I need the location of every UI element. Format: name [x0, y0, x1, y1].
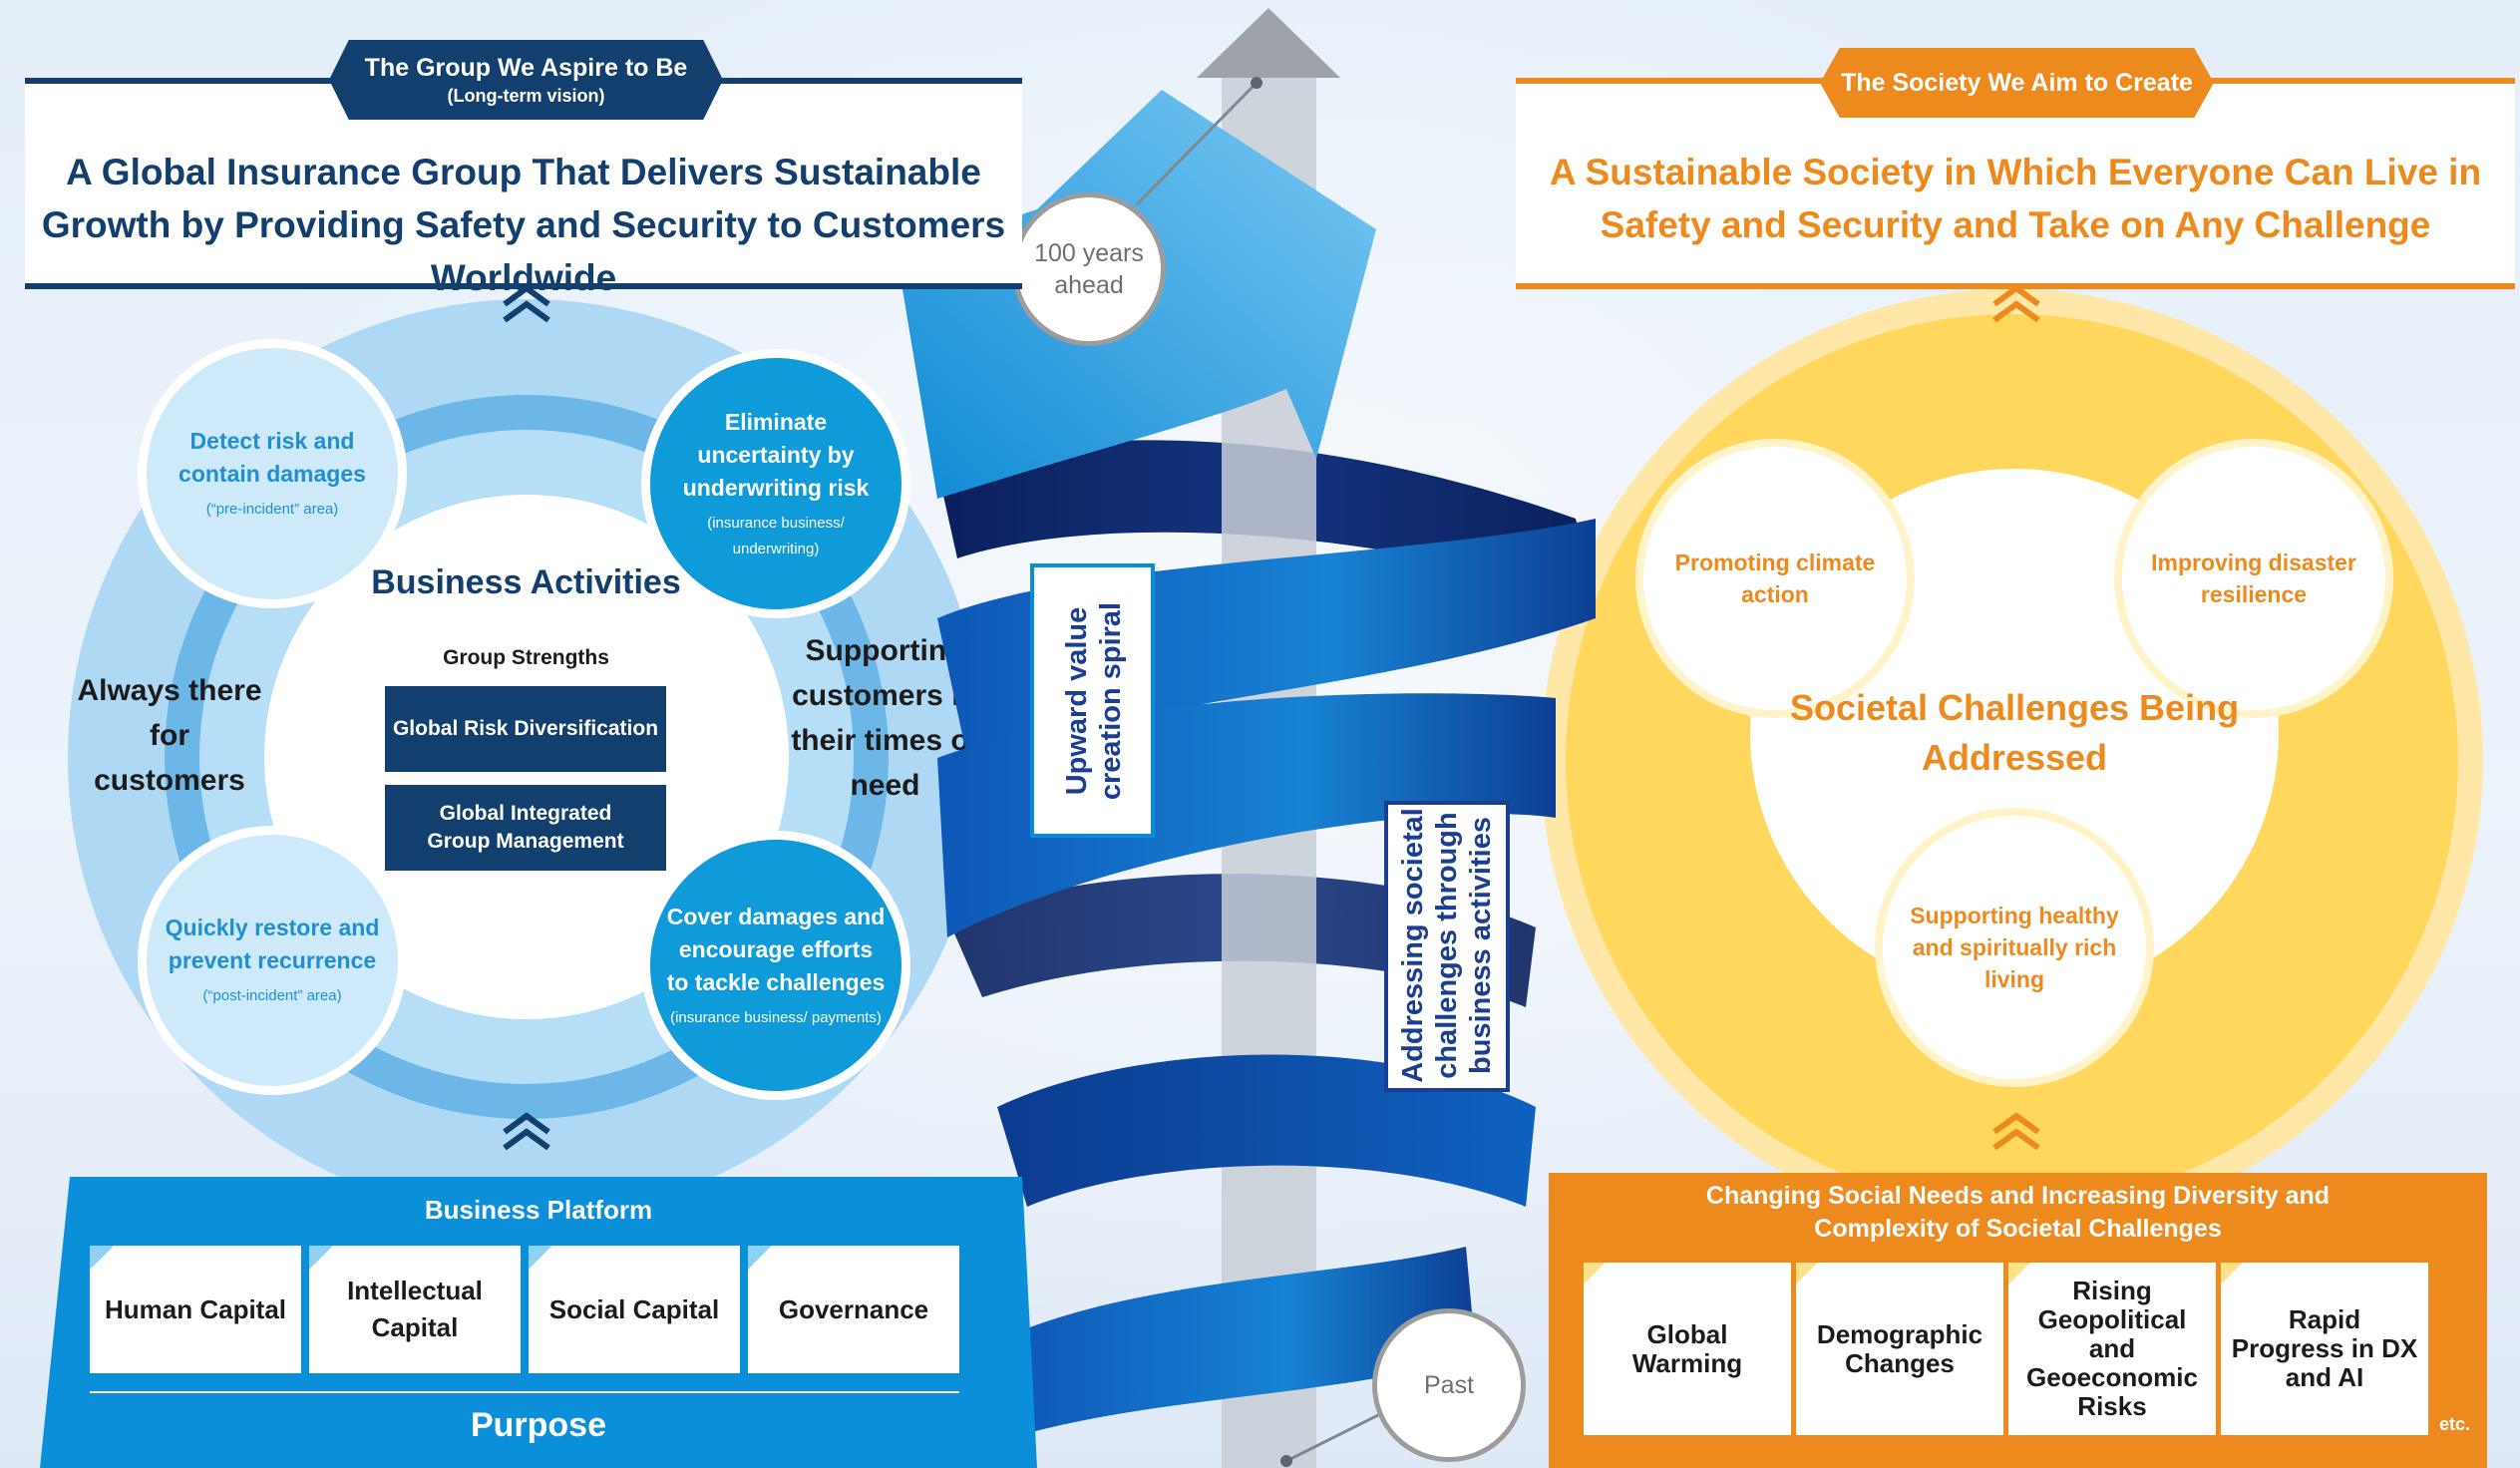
node-disaster-resilience: Improving disaster resilience [2114, 439, 2393, 718]
strength-global-integrated-management: Global Integrated Group Management [385, 785, 666, 871]
always-there-caption: Always there for customers [77, 674, 262, 797]
platform-divider [90, 1391, 959, 1393]
past-label: Past [1372, 1308, 1526, 1462]
vision-tag-subtitle: (Long-term vision) [447, 85, 605, 106]
chevron-up-icon [503, 284, 550, 323]
changing-needs-title: Changing Social Needs and Increasing Div… [1705, 1182, 2331, 1243]
platform-item-governance: Governance [748, 1246, 959, 1373]
pointer-dot-top [1251, 77, 1262, 89]
etc-label: etc. [2439, 1414, 2471, 1434]
node-title: Cover damages and encourage efforts to t… [666, 903, 886, 995]
vision-tag: The Group We Aspire to Be (Long-term vis… [329, 40, 723, 120]
node-detect-risk: Detect risk and contain damages (“pre-in… [138, 339, 407, 608]
upward-spiral-label-box: Upward value creation spiral [1030, 563, 1155, 838]
strength-global-risk-diversification: Global Risk Diversification [385, 686, 666, 772]
business-activities-title: Business Activities [371, 563, 681, 601]
need-global-warming: Global Warming [1584, 1263, 1791, 1435]
node-subtitle: (insurance business/ payments) [670, 1008, 882, 1026]
upward-spiral-label: Upward value creation spiral [1061, 601, 1127, 801]
need-demographic-changes: Demographic Changes [1796, 1263, 2003, 1435]
purpose-label: Purpose [470, 1406, 607, 1444]
node-quickly-restore: Quickly restore and prevent recurrence (… [138, 826, 407, 1095]
society-headline: A Sustainable Society in Which Everyone … [1549, 152, 2482, 245]
node-cover-damages: Cover damages and encourage efforts to t… [641, 831, 910, 1100]
society-tag: The Society We Aim to Create [1820, 48, 2214, 118]
node-climate-action: Promoting climate action [1635, 439, 1915, 718]
platform-item-intellectual-capital: Intellectual Capital [309, 1246, 521, 1373]
spiral-band-front-4 [1007, 1247, 1476, 1436]
need-dx-and-ai: Rapid Progress in DX and AI [2221, 1263, 2428, 1435]
node-title: Quickly restore and prevent recurrence [165, 915, 380, 973]
business-platform-title: Business Platform [424, 1195, 653, 1225]
vision-headline: A Global Insurance Group That Delivers S… [41, 152, 1006, 298]
society-tag-title: The Society We Aim to Create [1841, 68, 2193, 97]
vision-tag-title: The Group We Aspire to Be [364, 53, 688, 82]
chevron-up-icon [503, 1112, 550, 1151]
platform-item-human-capital: Human Capital [90, 1246, 301, 1373]
node-subtitle: (“pre-incident” area) [205, 501, 339, 518]
need-geopolitical-risks: Rising Geopolitical and Geoeconomic Risk… [2008, 1263, 2216, 1435]
chevron-up-icon [1992, 284, 2040, 323]
node-healthy-living: Supporting healthy and spiritually rich … [1875, 808, 2154, 1087]
societal-challenges-title: Societal Challenges Being Addressed [1789, 687, 2240, 778]
addressing-challenges-label-box: Addressing societal challenges through b… [1384, 801, 1510, 1092]
platform-item-social-capital: Social Capital [529, 1246, 740, 1373]
supporting-customers-caption: Supporting customers in their times of n… [791, 634, 979, 802]
pointer-line-top [1135, 81, 1259, 206]
node-subtitle: (“post-incident” area) [202, 987, 342, 1004]
chevron-up-icon [1992, 1112, 2040, 1151]
node-subtitle: (insurance business/ underwriting) [707, 514, 845, 557]
pointer-dot-bottom [1280, 1455, 1292, 1467]
spiral-band-front-3 [997, 1054, 1536, 1207]
addressing-challenges-label: Addressing societal challenges through b… [1397, 808, 1497, 1083]
time-axis-arrowhead [1197, 8, 1340, 78]
node-eliminate-uncertainty: Eliminate uncertainty by underwriting ri… [641, 349, 910, 618]
group-strengths-title: Group Strengths [443, 646, 609, 669]
node-title: Detect risk and contain damages [179, 428, 366, 487]
node-title: Eliminate uncertainty by underwriting ri… [682, 408, 870, 501]
hundred-years-ahead-label: 100 years ahead [1012, 192, 1166, 346]
